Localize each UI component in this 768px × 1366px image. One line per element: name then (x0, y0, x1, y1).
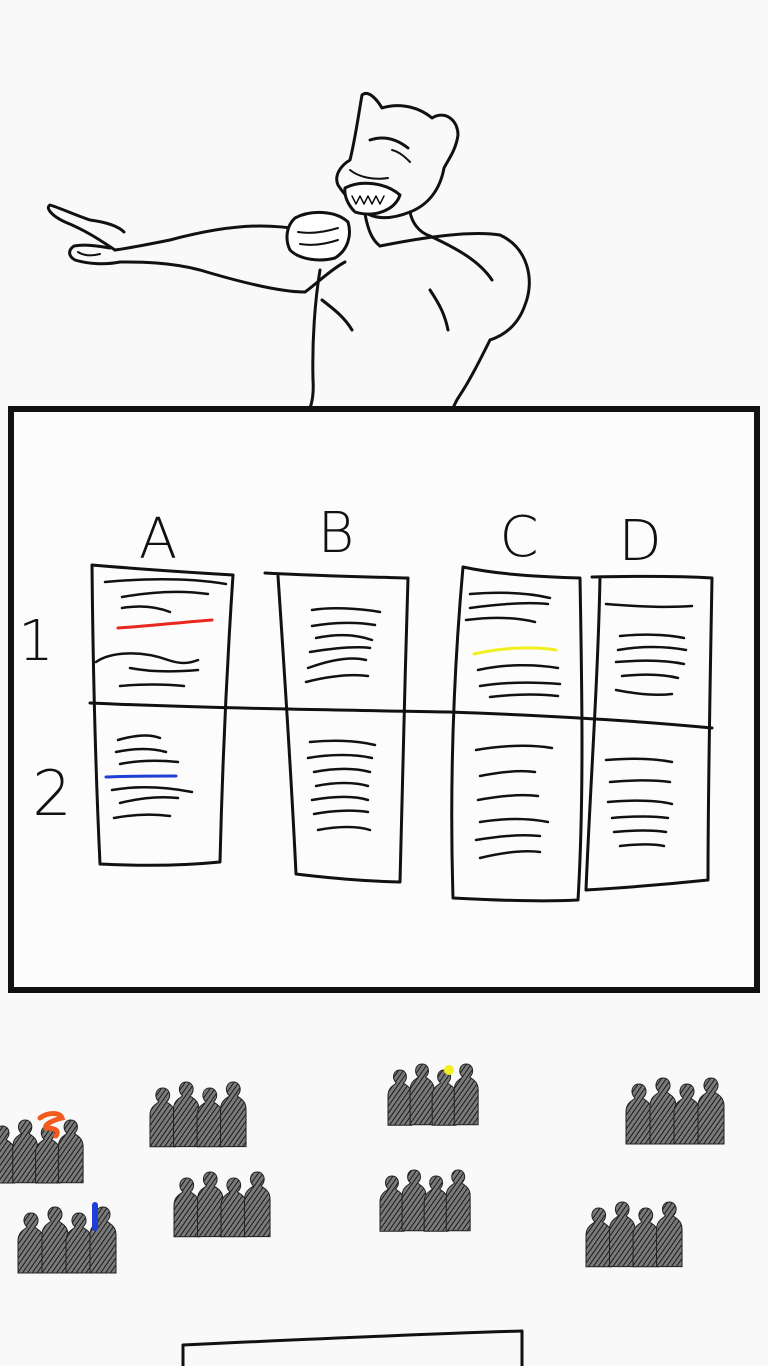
audience-person (401, 1169, 427, 1232)
audience-group (585, 1201, 683, 1268)
audience-person (0, 1125, 16, 1184)
next-panel-edge (181, 1329, 524, 1366)
audience-person (173, 1081, 200, 1148)
whiteboard-frame (8, 406, 760, 993)
audience-person (585, 1207, 612, 1268)
column-label: A (139, 507, 177, 572)
yellow-highlight (472, 646, 558, 656)
audience-person (423, 1175, 449, 1232)
audience-person (387, 1069, 413, 1126)
row-divider (88, 701, 714, 730)
orange-scribble-mark (37, 1111, 66, 1139)
red-highlight (116, 618, 214, 630)
audience-person (220, 1081, 247, 1148)
audience-person (649, 1077, 677, 1145)
cell-scribbles (94, 577, 694, 860)
audience-person (609, 1201, 636, 1268)
audience-person (41, 1206, 69, 1274)
audience-group (149, 1081, 247, 1148)
row-labels: 1 2 (18, 609, 72, 830)
audience-person (149, 1087, 176, 1148)
audience-group (387, 1063, 479, 1126)
audience-group (173, 1171, 271, 1238)
grid-columns (88, 563, 714, 903)
row-label: 1 (18, 609, 54, 674)
bear-presenter-figure (46, 92, 531, 420)
audience-person (656, 1201, 683, 1268)
audience-person (431, 1069, 457, 1126)
audience-person (244, 1171, 271, 1238)
audience-person (173, 1177, 200, 1238)
audience-person (220, 1177, 248, 1238)
audience-person (379, 1175, 405, 1232)
column-box-d (584, 574, 714, 892)
column-labels: A B C D (139, 501, 662, 574)
audience-person (57, 1119, 84, 1184)
audience-person (17, 1212, 45, 1274)
audience-crowd (0, 1063, 725, 1274)
audience-person (697, 1077, 725, 1145)
column-box-c (450, 565, 584, 903)
audience-person (453, 1063, 479, 1126)
audience-person (196, 1087, 224, 1148)
audience-person (409, 1063, 435, 1126)
audience-person (632, 1207, 660, 1268)
audience-person (625, 1083, 653, 1145)
yellow-dot-mark (444, 1065, 454, 1075)
audience-group (625, 1077, 725, 1145)
audience-group (17, 1206, 117, 1274)
column-label: C (499, 505, 538, 570)
audience-person (197, 1171, 224, 1238)
audience-person (673, 1083, 701, 1145)
audience-person (445, 1169, 471, 1232)
column-box-b (263, 571, 410, 884)
column-label: B (318, 501, 355, 566)
column-label: D (618, 509, 661, 574)
audience-person (12, 1119, 38, 1184)
row-label: 2 (32, 757, 71, 830)
audience-group (0, 1119, 84, 1184)
blue-highlight (104, 774, 178, 779)
audience-group (379, 1169, 471, 1232)
column-box-a (90, 563, 235, 867)
highlight-marks (104, 618, 558, 779)
audience-person (65, 1212, 93, 1274)
